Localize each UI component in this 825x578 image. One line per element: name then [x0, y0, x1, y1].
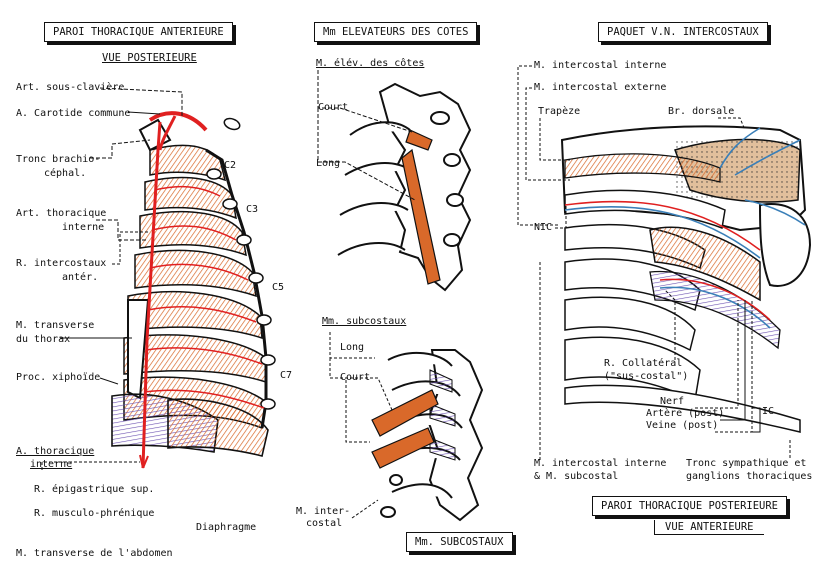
- label-transverse-abdomen: M. transverse de l'abdomen: [16, 548, 173, 559]
- label-ic-int-sub-1: M. intercostal interne: [534, 458, 667, 469]
- subcostal-drawing: [371, 349, 484, 522]
- label-transverse-1: M. transverse: [16, 320, 95, 331]
- subtitle-vue-anterieure: VUE ANTERIEURE: [654, 520, 764, 535]
- label-tronc-1: Tronc brachio-: [16, 154, 101, 165]
- label-trapeze: Trapèze: [538, 106, 581, 117]
- label-thoracique-int-1: Art. thoracique: [16, 208, 107, 219]
- label-nerf: Nerf: [660, 396, 685, 407]
- label-sous-claviere: Art. sous-clavière: [16, 82, 125, 93]
- title-paroi-anterieure: PAROI THORACIQUE ANTERIEURE: [44, 22, 233, 42]
- label-c2: C2: [224, 160, 237, 171]
- label-tronc-symp-2: ganglions thoraciques: [686, 471, 813, 482]
- subtitle-vue-posterieure: VUE POSTERIEURE: [102, 52, 197, 64]
- title-subcostaux: Mm. SUBCOSTAUX: [406, 532, 513, 552]
- label-ic-int-sub-2: & M. subcostal: [534, 471, 619, 482]
- label-br-dorsale: Br. dorsale: [668, 106, 735, 117]
- label-c5: C5: [272, 282, 285, 293]
- label-musculo-phrenique: R. musculo-phrénique: [34, 508, 155, 519]
- elevators-drawing: [337, 82, 472, 292]
- label-veine: Veine (post): [646, 420, 719, 431]
- label-thoracique-int-2: interne: [62, 222, 105, 233]
- label-long: Long: [316, 158, 341, 169]
- label-artere: Artère (post): [646, 408, 725, 419]
- right-leaders: [517, 65, 791, 460]
- label-long-2: Long: [340, 342, 365, 353]
- anterior-wall-drawing: [111, 111, 276, 469]
- label-carotide: A. Carotide commune: [16, 108, 131, 119]
- title-elevateurs: Mm ELEVATEURS DES COTES: [314, 22, 478, 42]
- label-court: Court: [318, 102, 349, 113]
- label-c7: C7: [280, 370, 293, 381]
- label-nic: NIC: [534, 222, 553, 233]
- label-ic: IC: [762, 406, 775, 417]
- left-leaders: [41, 87, 183, 470]
- label-court-2: Court: [340, 372, 371, 383]
- label-c3: C3: [246, 204, 259, 215]
- label-a-thor-int-1: A. thoracique: [16, 446, 95, 457]
- label-r-collateral: R. Collatéral: [604, 358, 683, 369]
- label-intercostaux-1: R. intercostaux: [16, 258, 107, 269]
- label-a-thor-int-2: interne: [30, 459, 73, 470]
- label-elev-cotes: M. élév. des côtes: [316, 58, 425, 69]
- label-intercostal-2: costal: [306, 518, 343, 529]
- elevator-leaders: [317, 70, 416, 201]
- label-transverse-2: du thorax: [16, 334, 71, 345]
- subcostal-leaders: [329, 332, 393, 519]
- label-epigastrique: R. épigastrique sup.: [34, 484, 155, 495]
- label-ic-externe: M. intercostal externe: [534, 82, 667, 93]
- label-diaphragme: Diaphragme: [196, 522, 257, 533]
- label-intercostal-1: M. inter-: [296, 506, 351, 517]
- label-intercostaux-2: antér.: [62, 272, 99, 283]
- title-paroi-posterieure: PAROI THORACIQUE POSTERIEURE: [592, 496, 788, 516]
- label-ic-interne: M. intercostal interne: [534, 60, 667, 71]
- label-xiphoide: Proc. xiphoïde: [16, 372, 101, 383]
- label-sus-costal: ("sus-costal"): [604, 371, 689, 382]
- title-paquet: PAQUET V.N. INTERCOSTAUX: [598, 22, 768, 42]
- label-tronc-2: céphal.: [44, 168, 87, 179]
- label-subcostaux: Mm. subcostaux: [322, 316, 407, 327]
- label-tronc-symp-1: Tronc sympathique et: [686, 458, 807, 469]
- intercostal-bundle-drawing: [560, 125, 812, 433]
